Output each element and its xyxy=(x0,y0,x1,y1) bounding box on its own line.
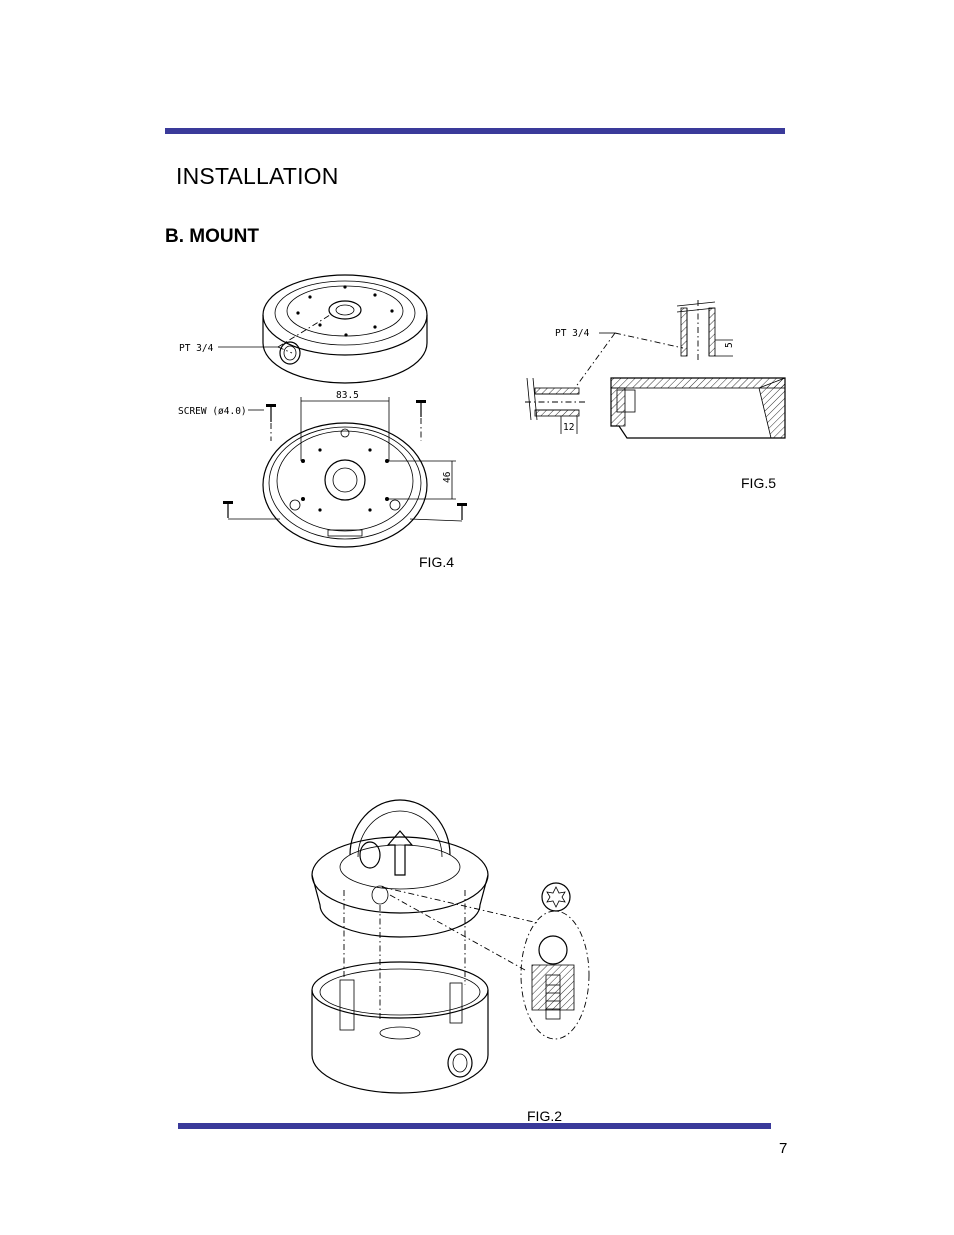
screw-icon xyxy=(223,400,467,520)
fig2-dome-camera xyxy=(311,799,489,938)
fig5-dim-5: 5 xyxy=(724,342,735,348)
fig4-housing-top xyxy=(262,274,428,384)
top-divider xyxy=(165,128,785,134)
torx-bit-icon xyxy=(541,882,571,912)
fig2-caption: FIG.2 xyxy=(527,1108,562,1124)
fig4-housing-base xyxy=(262,422,428,548)
fig5-illustration: PT 3/4 5 12 FIG.5 xyxy=(525,300,786,491)
fig2-mount-base xyxy=(311,961,489,1094)
fig4-screw-label: SCREW (ø4.0) xyxy=(178,406,247,417)
fig5-caption: FIG.5 xyxy=(741,475,776,491)
fig4-illustration: PT 3/4 83.5 46 SCREW (ø4.0) FIG.4 xyxy=(178,274,467,570)
fig2-screw-detail xyxy=(520,910,590,1040)
fig2-illustration: FIG.2 xyxy=(311,799,590,1124)
fig5-dim-12: 12 xyxy=(563,422,574,433)
fig4-pt-label: PT 3/4 xyxy=(179,343,214,354)
fig5-pipe-horizontal: 12 xyxy=(525,377,585,434)
page-title: INSTALLATION xyxy=(176,163,339,189)
fig5-pt-label: PT 3/4 xyxy=(555,328,590,339)
section-heading: B. MOUNT xyxy=(165,226,259,247)
fig5-housing-section xyxy=(610,377,786,439)
fig4-dim-height: 46 xyxy=(442,471,453,483)
fig5-pipe-vertical: 5 xyxy=(676,300,735,360)
fig4-caption: FIG.4 xyxy=(419,554,454,570)
page-number: 7 xyxy=(779,1140,788,1157)
fig4-dim-width: 83.5 xyxy=(336,390,359,401)
bottom-divider xyxy=(178,1123,771,1129)
